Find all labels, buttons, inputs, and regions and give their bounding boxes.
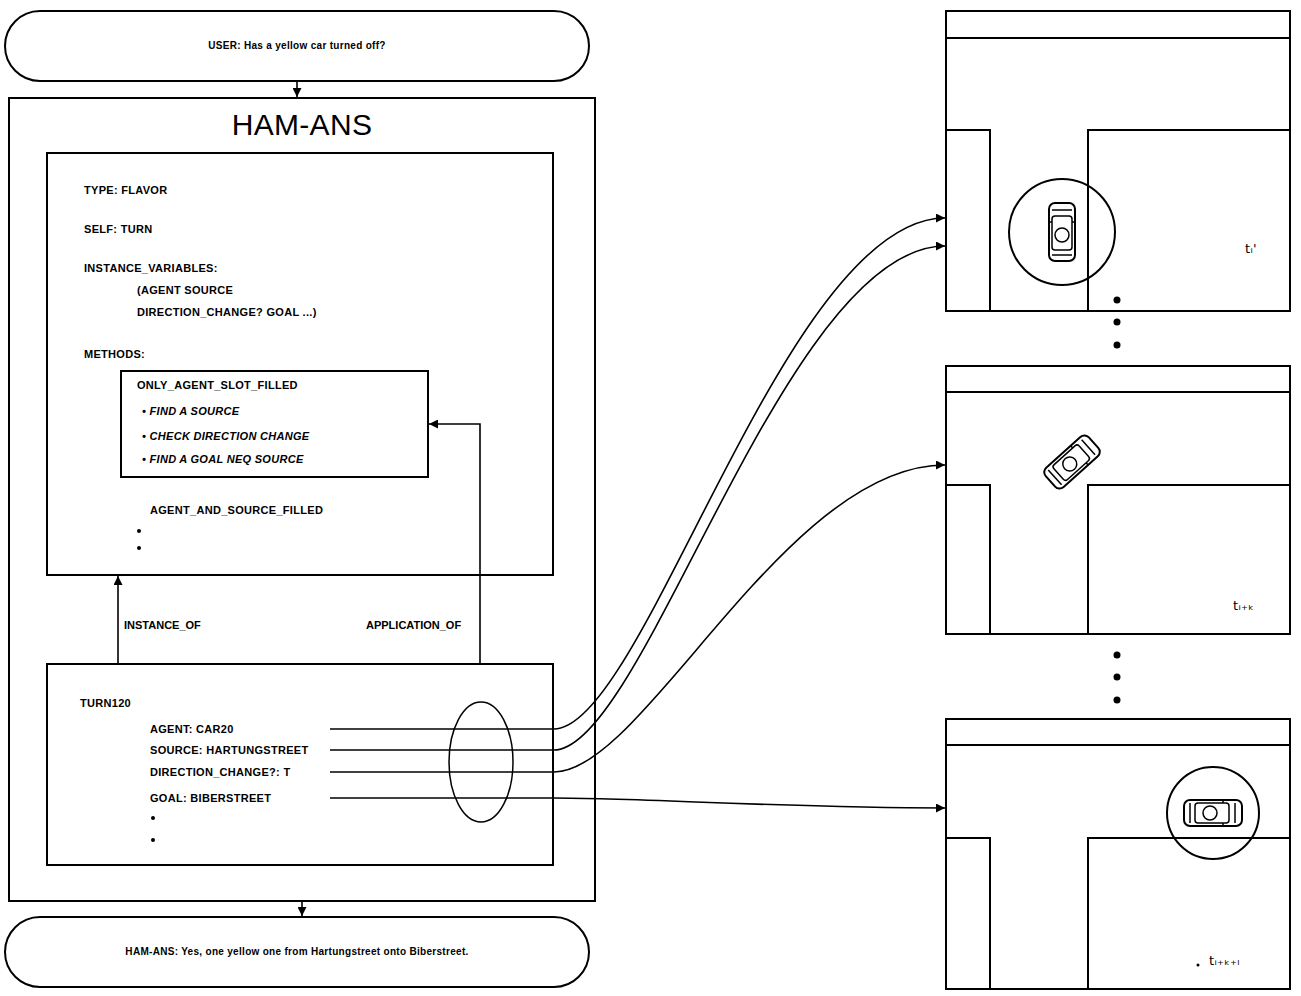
connector-arrow [301, 902, 303, 916]
node-text: SOURCE: HARTUNGSTREET [150, 743, 308, 757]
scene-frame: tᵢ' [945, 10, 1291, 312]
connector-arrow [554, 246, 945, 750]
node-title: TYPE: FLAVOR [84, 183, 167, 197]
node-text: • FIND A GOAL NEQ SOURCE [142, 452, 304, 466]
node-title: TURN120 [80, 696, 131, 710]
connector-arrow [117, 576, 119, 663]
flavor-definition-box: TYPE: FLAVOR SELF: TURN INSTANCE_VARIABLES… [46, 152, 554, 576]
connector-arrow [554, 798, 945, 808]
instance-box: TURN120AGENT: CAR20SOURCE: HARTUNGSTREET… [46, 663, 554, 866]
scene-frame: tᵢ₊ₖ [945, 365, 1291, 635]
node-text: INSTANCE_VARIABLES: [84, 261, 218, 275]
answer-box: HAM-ANS: Yes, one yellow one from Hartun… [4, 916, 590, 988]
node-title: ONLY_AGENT_SLOT_FILLED [137, 378, 298, 392]
connector-arrow [554, 465, 945, 772]
connector-arrow [554, 218, 945, 729]
node-title: tᵢ' [1245, 242, 1257, 256]
node-title: tᵢ₊ₖ [1233, 599, 1254, 613]
node-text: • CHECK DIRECTION CHANGE [142, 429, 310, 443]
node-text: SELF: TURN [84, 222, 152, 236]
connector-arrow [296, 82, 298, 97]
edge-label: INSTANCE_OF [122, 618, 203, 632]
user-query-box: USER: Has a yellow car turned off? [4, 10, 590, 82]
node-text: (AGENT SOURCE DIRECTION_CHANGE? GOAL ...… [137, 279, 337, 323]
system-box: HAM-ANS TYPE: FLAVOR SELF: TURN INSTANCE_VA… [8, 97, 596, 902]
scene-frame: tᵢ₊ₖ₊ₗ [945, 718, 1291, 990]
edge-label: APPLICATION_OF [364, 618, 463, 632]
node-title: HAM-ANS [10, 107, 594, 143]
node-text: • FIND A SOURCE [142, 404, 239, 418]
node-title: tᵢ₊ₖ₊ₗ [1209, 954, 1240, 968]
node-text: METHODS: [84, 347, 145, 361]
node-text: DIRECTION_CHANGE?: T [150, 765, 290, 779]
method-box: ONLY_AGENT_SLOT_FILLED • FIND A SOURCE • C… [120, 370, 429, 478]
node-title: USER: Has a yellow car turned off? [208, 39, 385, 53]
node-title: HAM-ANS: Yes, one yellow one from Hartun… [125, 945, 468, 959]
node-text: AGENT: CAR20 [150, 722, 234, 736]
node-text: GOAL: BIBERSTREET [150, 791, 271, 805]
node-text: AGENT_AND_SOURCE_FILLED [150, 503, 323, 517]
